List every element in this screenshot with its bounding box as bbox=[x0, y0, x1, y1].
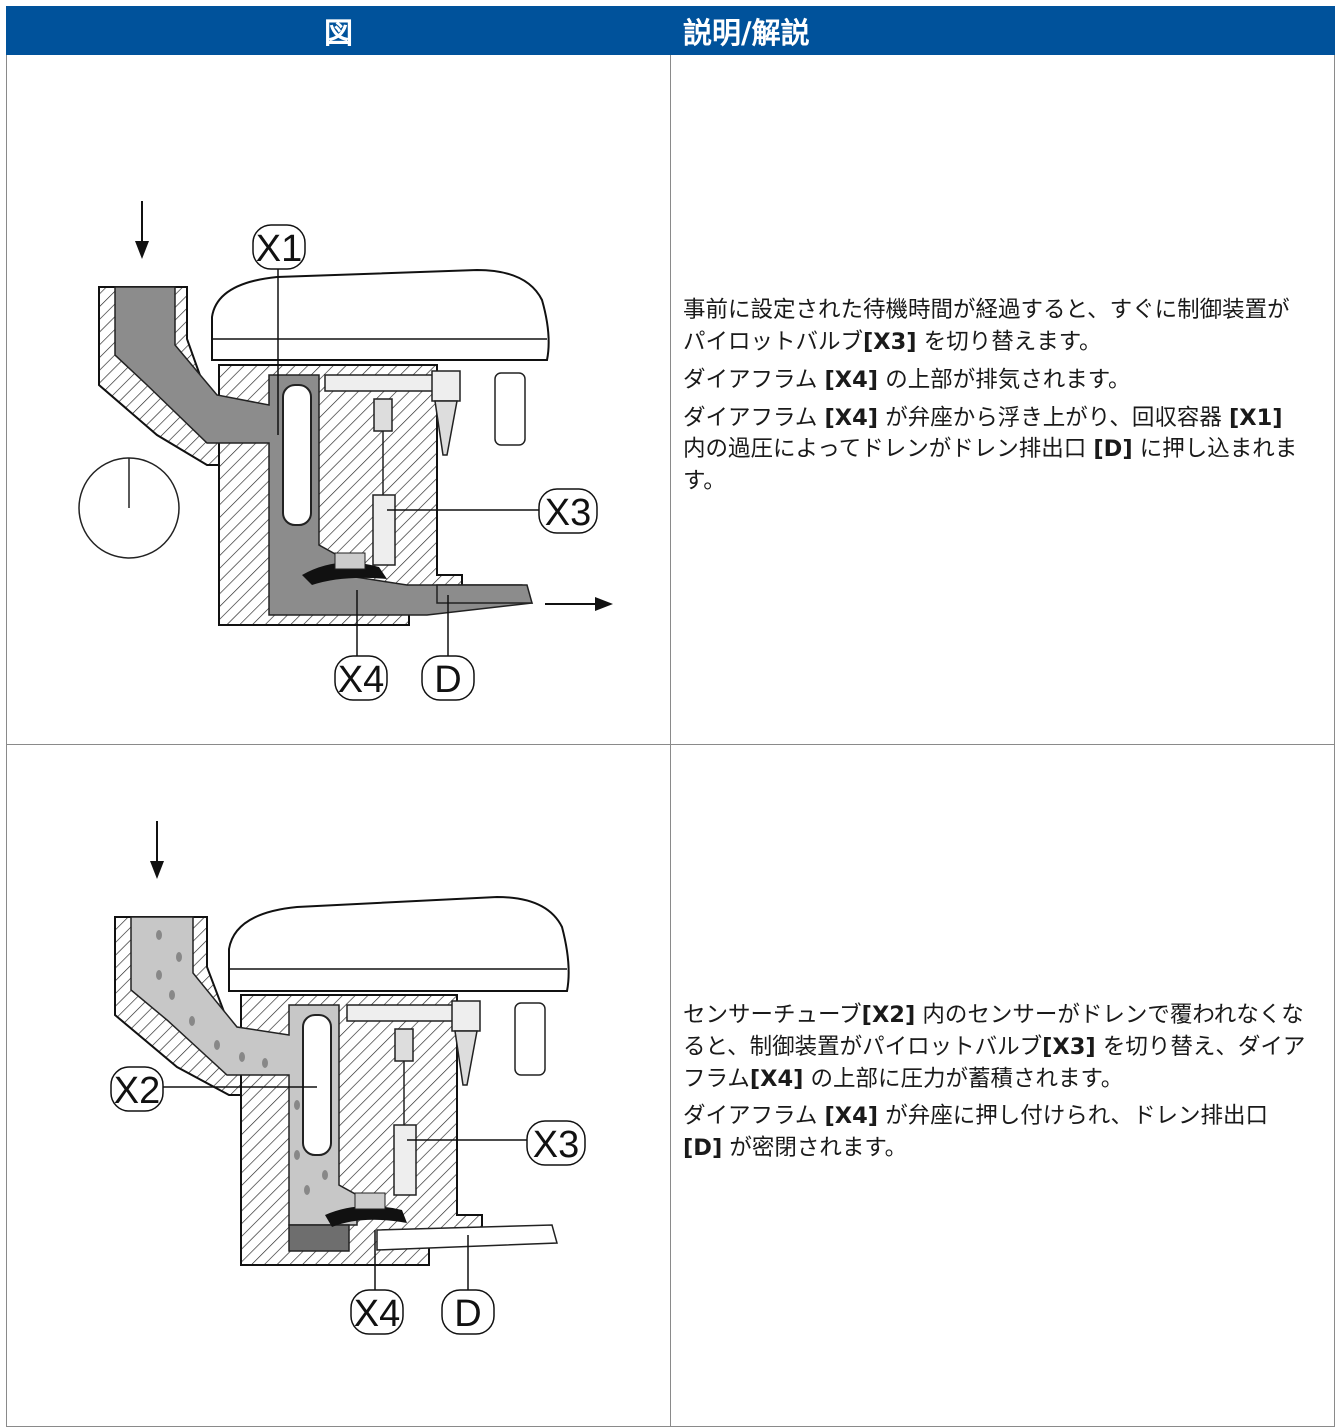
label-x3: X3 bbox=[387, 488, 598, 534]
description-paragraph: ダイアフラム [X4] が弁座から浮き上がり、回収容器 [X1] 内の過圧によっ… bbox=[683, 403, 1312, 499]
table-row: X1 X3 X4 D bbox=[6, 54, 1335, 745]
description-cell-open: 事前に設定された待機時間が経過すると、すぐに制御装置がパイロットバルブ[X3] … bbox=[670, 54, 1335, 745]
svg-text:X2: X2 bbox=[114, 1070, 160, 1112]
diaphragm bbox=[302, 562, 387, 585]
description-paragraph: センサーチューブ[X2] 内のセンサーがドレンで覆われなくなると、制御装置がパイ… bbox=[683, 1000, 1312, 1096]
table-row: X2 X3 X4 D bbox=[6, 744, 1335, 1427]
reference-tag: [D] bbox=[683, 1135, 723, 1162]
sensor-tube bbox=[282, 384, 312, 526]
outlet-barb bbox=[376, 1224, 558, 1251]
label-d: D bbox=[421, 595, 475, 701]
text-run: を切り替え、ダイアフラム bbox=[683, 1033, 1306, 1092]
text-run: 事前に設定された待機時間が経過すると、すぐに制御装置がパイロットバルブ bbox=[683, 296, 1290, 355]
svg-text:X4: X4 bbox=[354, 1293, 400, 1335]
svg-text:X3: X3 bbox=[545, 492, 591, 534]
figure-cell-closed: X2 X3 X4 D bbox=[6, 744, 671, 1427]
text-run: に押し込まれます。 bbox=[683, 436, 1298, 495]
inflow-arrow-icon bbox=[135, 201, 149, 259]
reference-tag: [X4] bbox=[824, 366, 879, 393]
label-x4: X4 bbox=[350, 1230, 404, 1335]
text-run: ダイアフラム bbox=[683, 404, 825, 431]
condensate-flow bbox=[114, 286, 534, 616]
text-run: の上部が排気されます。 bbox=[878, 366, 1131, 393]
control-unit-cover bbox=[211, 268, 550, 361]
reference-tag: [X4] bbox=[824, 1103, 879, 1130]
description-paragraph: ダイアフラム [X4] が弁座に押し付けられ、ドレン排出口 [D] が密閉されま… bbox=[683, 1101, 1312, 1165]
reference-tag: [X2] bbox=[861, 1001, 916, 1028]
svg-text:X1: X1 bbox=[256, 228, 302, 270]
label-x2: X2 bbox=[110, 1066, 317, 1112]
label-x3: X3 bbox=[407, 1120, 586, 1166]
drain-open-diagram: X1 X3 X4 D bbox=[78, 201, 613, 701]
text-run: が密閉されます。 bbox=[722, 1135, 908, 1162]
label-x1: X1 bbox=[252, 224, 306, 435]
description-paragraph: ダイアフラム [X4] の上部が排気されます。 bbox=[683, 365, 1312, 397]
text-run: ダイアフラム bbox=[683, 1103, 825, 1130]
description-table: 図 説明/解説 bbox=[6, 6, 1335, 1427]
text-run: の上部に圧力が蓄積されます。 bbox=[803, 1065, 1124, 1092]
pilot-valve bbox=[394, 1028, 414, 1062]
svg-text:X4: X4 bbox=[338, 659, 384, 701]
svg-text:D: D bbox=[434, 659, 461, 701]
label-d: D bbox=[441, 1235, 495, 1335]
svg-text:D: D bbox=[454, 1293, 481, 1335]
reference-tag: [X3] bbox=[863, 328, 917, 355]
text-run: を切り替えます。 bbox=[916, 328, 1102, 355]
reference-tag: [X4] bbox=[824, 404, 879, 431]
text-run: が弁座から浮き上がり、回収容器 bbox=[878, 404, 1229, 431]
diaphragm bbox=[325, 1206, 407, 1227]
label-x4: X4 bbox=[334, 590, 388, 701]
reference-tag: [X1] bbox=[1228, 404, 1283, 431]
bubbles bbox=[156, 930, 328, 1195]
description-cell-closed: センサーチューブ[X2] 内のセンサーがドレンで覆われなくなると、制御装置がパイ… bbox=[670, 744, 1335, 1427]
reference-tag: [X4] bbox=[749, 1065, 804, 1092]
outflow-arrow-icon bbox=[545, 597, 613, 611]
description-paragraph: 事前に設定された待機時間が経過すると、すぐに制御装置がパイロットバルブ[X3] … bbox=[683, 295, 1312, 359]
reference-tag: [D] bbox=[1093, 436, 1133, 463]
text-run: 内のセンサーがドレンで覆われなくなると、制御装置がパイロットバルブ bbox=[683, 1001, 1304, 1060]
text-run: 内の過圧によってドレンがドレン排出口 bbox=[683, 436, 1094, 463]
text-run: センサーチューブ bbox=[683, 1001, 862, 1028]
inflow-arrow-icon bbox=[150, 821, 164, 879]
reference-tag: [X3] bbox=[1042, 1033, 1096, 1060]
sensor-tube bbox=[302, 1014, 332, 1156]
text-run: ダイアフラム bbox=[683, 366, 825, 393]
text-run: が弁座に押し付けられ、ドレン排出口 bbox=[878, 1103, 1268, 1130]
control-unit-cover bbox=[228, 895, 570, 992]
table-header-row: 図 説明/解説 bbox=[6, 6, 1335, 55]
outlet-barb bbox=[436, 584, 533, 604]
condensate-flow bbox=[130, 916, 358, 1226]
figure-cell-open: X1 X3 X4 D bbox=[6, 54, 671, 745]
svg-text:X3: X3 bbox=[533, 1124, 579, 1166]
pilot-valve bbox=[373, 398, 393, 432]
header-description: 説明/解説 bbox=[670, 6, 1335, 55]
drain-closed-diagram: X2 X3 X4 D bbox=[110, 821, 586, 1335]
header-figure: 図 bbox=[6, 6, 671, 55]
